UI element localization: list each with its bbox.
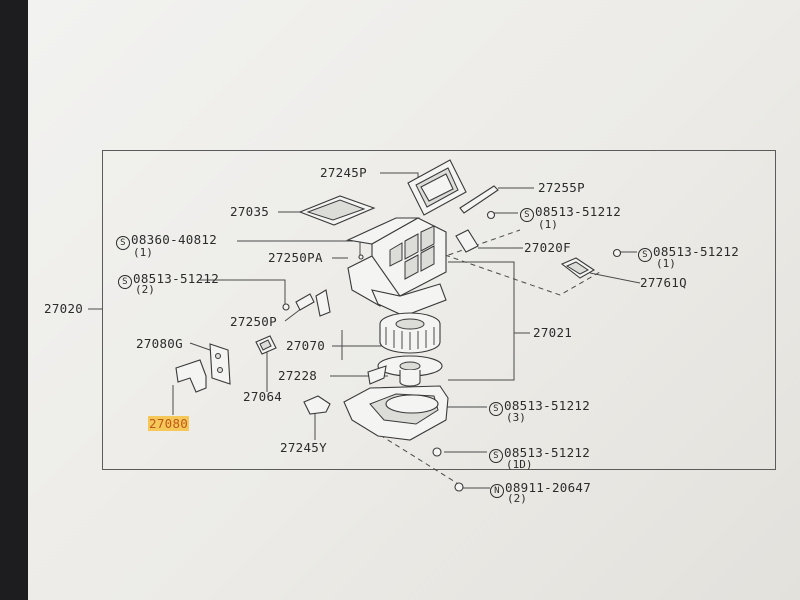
resistor-27761q: [560, 257, 596, 279]
label-27020f: 27020F: [524, 240, 571, 255]
filter-door-27245p: [407, 159, 467, 216]
label-27070: 27070: [286, 338, 326, 353]
link-27250p: [295, 289, 331, 317]
qty-nut-08911: (2): [507, 492, 527, 505]
lower-scroll-housing: [343, 385, 449, 441]
bracket-27080: [175, 343, 231, 393]
label-27228: 27228: [278, 368, 318, 383]
qty-bolt-08360: (1): [133, 246, 153, 259]
bolt-symbol: S: [520, 208, 534, 222]
bolt-symbol: S: [489, 449, 503, 463]
label-27035: 27035: [230, 204, 270, 219]
intake-housing: [346, 217, 447, 317]
bolt-symbol: S: [489, 402, 503, 416]
label-27245p: 27245P: [320, 165, 367, 180]
label-27080-highlighted: 27080: [148, 416, 190, 431]
qty-bolt-08513-top: (1): [538, 218, 558, 231]
filter-27035: [298, 195, 376, 226]
seal-strip-27255p: [459, 185, 499, 214]
bolt-symbol: S: [118, 275, 132, 289]
label-27761q: 27761Q: [640, 275, 687, 290]
label-27250pa: 27250PA: [268, 250, 323, 265]
label-27020: 27020: [44, 301, 84, 316]
switch-27064: [255, 335, 277, 355]
blower-motor-27228: [367, 355, 443, 387]
blower-fan-27070: [379, 312, 441, 354]
bolt-symbol: S: [638, 248, 652, 262]
qty-bolt-08513-right: (1): [656, 257, 676, 270]
label-27250p: 27250P: [230, 314, 277, 329]
label-27245y: 27245Y: [280, 440, 327, 455]
nut-symbol: N: [490, 484, 504, 498]
qty-bolt-08513-left: (2): [135, 283, 155, 296]
label-27080g: 27080G: [136, 336, 183, 351]
diagram-frame: [102, 150, 776, 470]
bolt-symbol: S: [116, 236, 130, 250]
label-27021: 27021: [533, 325, 573, 340]
qty-bolt-08513-mid: (3): [506, 411, 526, 424]
foam-27245y: [303, 395, 331, 415]
actuator-27020f: [455, 229, 479, 253]
qty-bolt-08513-low: (1D): [506, 458, 533, 471]
label-27064: 27064: [243, 389, 283, 404]
label-27255p: 27255P: [538, 180, 585, 195]
